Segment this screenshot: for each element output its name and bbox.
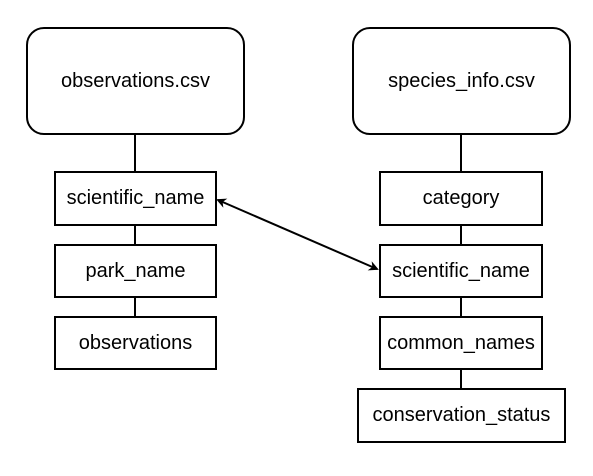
- species-info-file-node: species_info.csv: [352, 27, 571, 135]
- observations-file-label: observations.csv: [61, 69, 210, 92]
- species-scientific-name-field: scientific_name: [379, 244, 543, 298]
- species-scientific-name-label: scientific_name: [392, 259, 530, 282]
- observations-observations-label: observations: [78, 331, 193, 354]
- species-info-file-label: species_info.csv: [388, 69, 535, 92]
- observations-file-node: observations.csv: [26, 27, 245, 135]
- species-common-names-label: common_names: [387, 331, 535, 354]
- species-conservation-status-label: conservation_status: [372, 404, 551, 426]
- species-category-field: category: [379, 171, 543, 226]
- species-conservation-status-field: conservation_status: [357, 388, 566, 443]
- species-category-label: category: [422, 187, 500, 209]
- observations-scientific-name-field: scientific_name: [54, 171, 217, 226]
- observations-park-name-label: park_name: [85, 259, 186, 282]
- observations-park-name-field: park_name: [54, 244, 217, 298]
- observations-scientific-name-label: scientific_name: [66, 187, 205, 209]
- species-common-names-field: common_names: [379, 316, 543, 370]
- relationship-arrow: [216, 198, 379, 271]
- observations-observations-field: observations: [54, 316, 217, 370]
